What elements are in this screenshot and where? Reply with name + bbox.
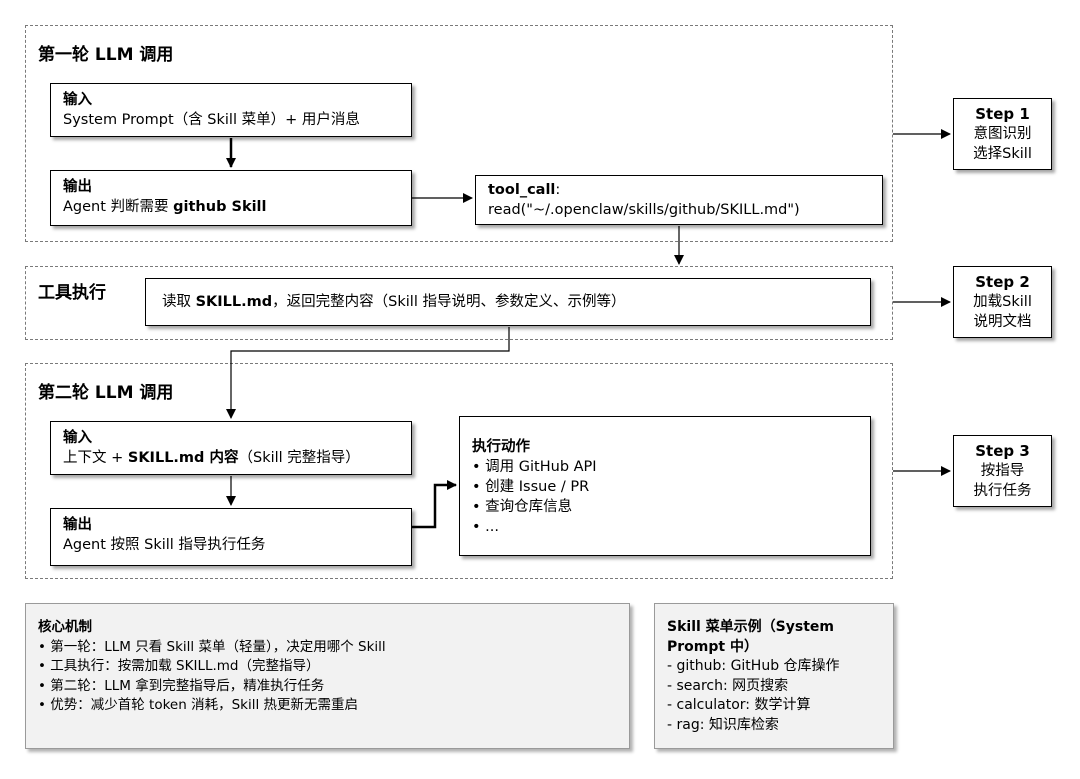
first-output-text: Agent 判断需要 <box>63 199 174 215</box>
first-input-text: System Prompt（含 Skill 菜单）+ 用户消息 <box>63 112 360 128</box>
step-3-title: Step 3 <box>975 442 1030 460</box>
second-input-head: 输入 <box>63 430 92 446</box>
step-2-title: Step 2 <box>975 273 1030 291</box>
step-1-title: Step 1 <box>975 105 1030 123</box>
step-3-line2: 执行任务 <box>973 483 1032 499</box>
first-output-head: 输出 <box>63 179 92 195</box>
step-2-line1: 加载Skill <box>973 294 1032 310</box>
skill-menu-example-box: Skill 菜单示例（System Prompt 中） - github: Gi… <box>654 603 894 749</box>
step-1-line1: 意图识别 <box>973 126 1032 142</box>
section-second-llm-call-title: 第二轮 LLM 调用 <box>38 383 174 403</box>
second-input-box: 输入 上下文 + SKILL.md 内容（Skill 完整指导） <box>50 421 412 475</box>
execute-action-item: • 查询仓库信息 <box>472 499 573 515</box>
skill-menu-head-line1: Skill 菜单示例（System <box>667 619 834 635</box>
skill-menu-item: - search: 网页搜索 <box>667 677 789 694</box>
second-output-text: Agent 按照 Skill 指导执行任务 <box>63 537 266 553</box>
tool-call-head: tool_call <box>488 182 556 198</box>
second-input-post: （Skill 完整指导） <box>238 450 360 466</box>
second-input-bold: SKILL.md 内容 <box>127 450 239 466</box>
execute-action-head: 执行动作 <box>472 439 530 455</box>
step-3-box: Step 3 按指导 执行任务 <box>953 435 1052 507</box>
section-tool-execution-title: 工具执行 <box>38 283 106 303</box>
step-1-box: Step 1 意图识别 选择Skill <box>953 98 1052 170</box>
skill-menu-head-line2: Prompt 中） <box>667 638 758 655</box>
section-first-llm-call-title: 第一轮 LLM 调用 <box>38 45 174 65</box>
arrow-output-to-action <box>412 480 457 529</box>
core-mechanism-head: 核心机制 <box>38 619 92 635</box>
skill-menu-item: - calculator: 数学计算 <box>667 697 811 713</box>
step-2-line2: 说明文档 <box>973 314 1032 330</box>
tool-call-colon: : <box>555 182 561 198</box>
execute-action-item: • ... <box>472 519 499 535</box>
execute-action-item: • 创建 Issue / PR <box>472 479 590 495</box>
first-output-skill: github Skill <box>173 199 267 215</box>
arrow-execution-to-second-input <box>226 327 510 419</box>
step-1-line2: 选择Skill <box>973 146 1032 162</box>
section-tool-execution <box>25 266 893 340</box>
first-output-box: 输出 Agent 判断需要 github Skill <box>50 170 412 226</box>
skill-menu-item: - rag: 知识库检索 <box>667 716 779 733</box>
read-skill-post: ，返回完整内容（Skill 指导说明、参数定义、示例等） <box>272 294 626 310</box>
section-second-llm-call <box>25 363 893 579</box>
step-3-line1: 按指导 <box>980 463 1025 479</box>
second-output-box: 输出 Agent 按照 Skill 指导执行任务 <box>50 508 412 566</box>
tool-call-box: tool_call: read("~/.openclaw/skills/gith… <box>475 175 883 225</box>
core-mechanism-item: • 第一轮：LLM 只看 Skill 菜单（轻量），决定用哪个 Skill <box>38 638 386 655</box>
read-skill-file: SKILL.md <box>195 294 273 310</box>
read-skill-box: 读取 SKILL.md，返回完整内容（Skill 指导说明、参数定义、示例等） <box>145 278 871 326</box>
section-first-llm-call <box>25 25 893 242</box>
second-input-pre: 上下文 + <box>63 450 128 466</box>
read-skill-pre: 读取 <box>162 294 196 310</box>
second-output-head: 输出 <box>63 517 92 533</box>
core-mechanism-item: • 优势：减少首轮 token 消耗，Skill 热更新无需重启 <box>38 697 359 713</box>
core-mechanism-item: • 第二轮：LLM 拿到完整指导后，精准执行任务 <box>38 677 325 694</box>
first-input-head: 输入 <box>63 92 92 108</box>
step-2-box: Step 2 加载Skill 说明文档 <box>953 266 1052 338</box>
core-mechanism-item: • 工具执行：按需加载 SKILL.md（完整指导） <box>38 658 320 674</box>
execute-action-box: 执行动作 • 调用 GitHub API • 创建 Issue / PR • 查… <box>459 416 871 556</box>
first-input-box: 输入 System Prompt（含 Skill 菜单）+ 用户消息 <box>50 83 412 137</box>
core-mechanism-box: 核心机制 • 第一轮：LLM 只看 Skill 菜单（轻量），决定用哪个 Ski… <box>25 603 630 749</box>
skill-menu-item: - github: GitHub 仓库操作 <box>667 658 840 674</box>
execute-action-item: • 调用 GitHub API <box>472 459 597 475</box>
tool-call-text: read("~/.openclaw/skills/github/SKILL.md… <box>488 202 800 218</box>
